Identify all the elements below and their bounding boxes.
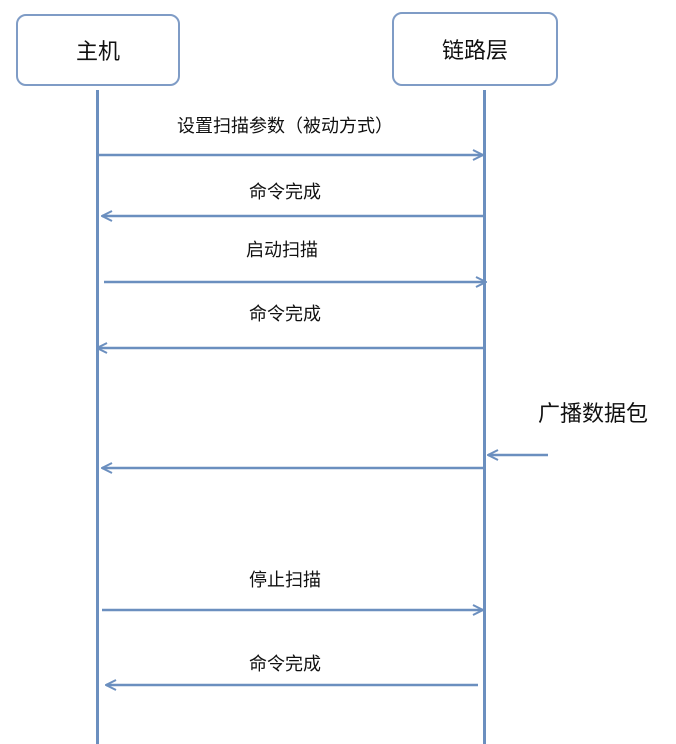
advertising-packet-label: 广播数据包 [538,402,649,427]
host-participant-label: 主机 [75,40,120,65]
link-layer-participant-label: 链路层 [441,39,508,64]
message-label-stop-scan: 停止扫描 [249,570,321,591]
host-lifeline [96,90,99,744]
link-layer-participant-box: 链路层 [392,12,558,86]
message-label-command-complete-1: 命令完成 [249,182,321,203]
host-participant-box: 主机 [16,14,180,86]
message-label-command-complete-2: 命令完成 [249,304,321,325]
link-layer-lifeline [483,90,486,744]
message-label-command-complete-3: 命令完成 [249,654,321,675]
message-label-set-scan-params: 设置扫描参数（被动方式） [177,116,393,137]
message-label-start-scan: 启动扫描 [246,240,318,261]
